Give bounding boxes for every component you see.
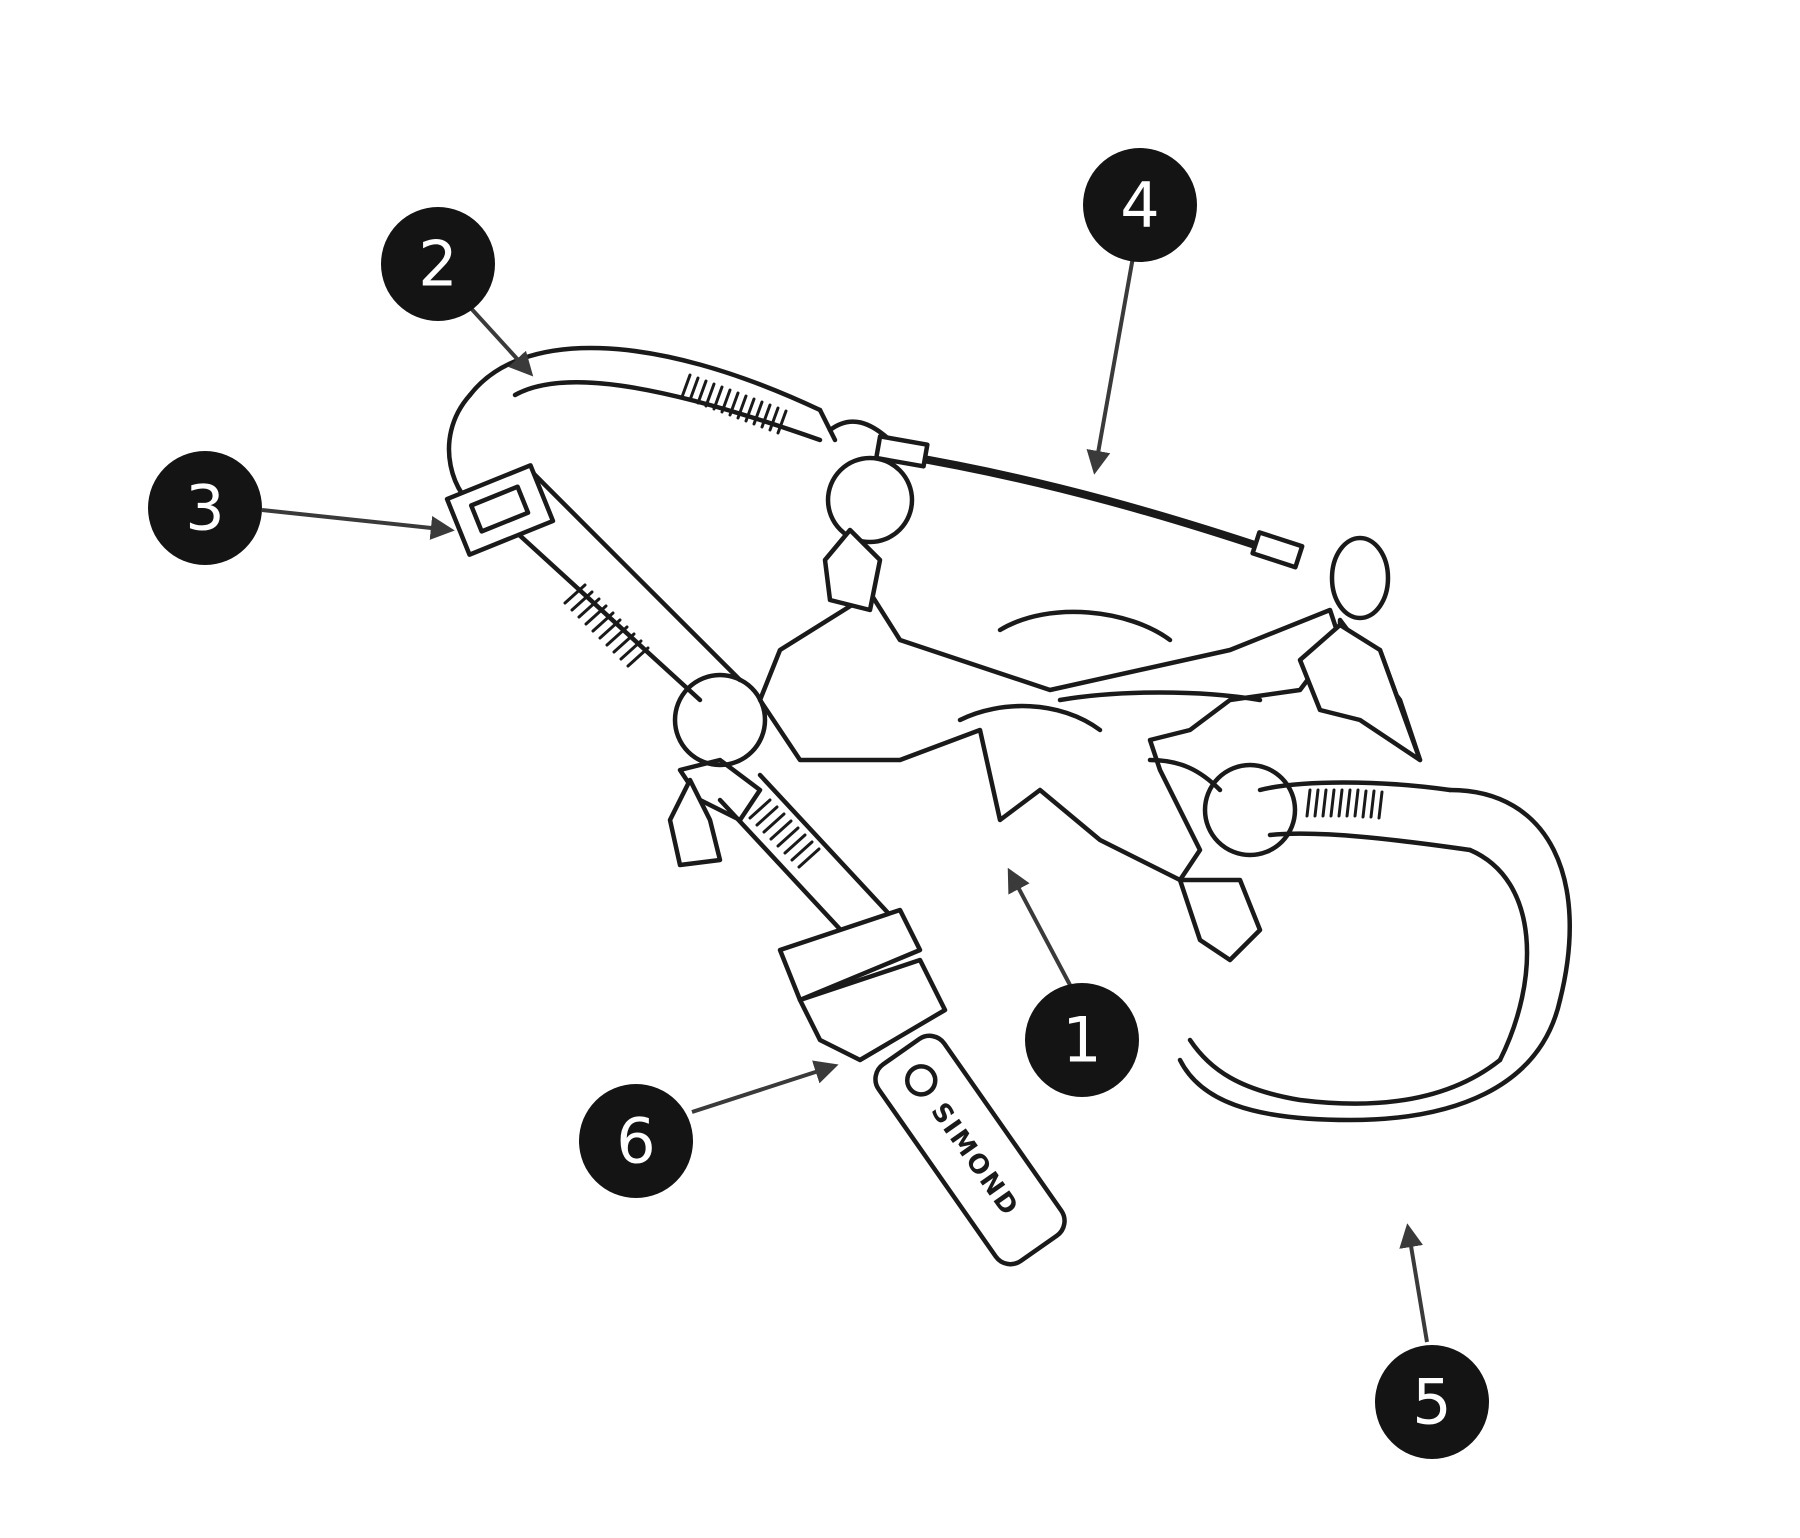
callout-6: 6	[579, 1060, 839, 1198]
callout-marker-6	[579, 1084, 693, 1198]
callout-arrow-6	[691, 1060, 839, 1114]
callout-4: 4	[1083, 148, 1197, 475]
callout-number-5: 5	[1412, 1366, 1451, 1439]
callout-marker-2	[381, 207, 495, 321]
callout-number-4: 4	[1120, 169, 1159, 242]
crampon-frame	[677, 542, 1423, 963]
callout-arrow-1	[1007, 867, 1072, 986]
callout-number-2: 2	[418, 228, 457, 301]
callout-marker-3	[148, 451, 262, 565]
callout-marker-5	[1375, 1345, 1489, 1459]
callout-number-1: 1	[1062, 1004, 1101, 1077]
callout-5: 5	[1375, 1223, 1489, 1459]
heel-strap	[446, 345, 838, 513]
callout-number-3: 3	[185, 472, 224, 545]
callout-marker-1	[1025, 983, 1139, 1097]
callout-1: 1	[1007, 867, 1139, 1097]
webbing-texture-front	[1305, 788, 1384, 820]
anti-balling-cable	[825, 419, 1391, 621]
side-post-left	[667, 527, 883, 868]
callout-arrow-2	[466, 303, 534, 377]
callout-arrow-5	[1399, 1223, 1429, 1343]
ratchet-buckle: SIMOND	[717, 772, 1067, 1267]
webbing-texture-side	[563, 583, 650, 668]
webbing-texture-top	[680, 373, 788, 435]
front-binding-strap	[1177, 762, 1572, 1123]
callout-arrow-4	[1086, 256, 1135, 475]
callout-arrow-3	[261, 508, 455, 540]
callout-marker-4	[1083, 148, 1197, 262]
callout-number-6: 6	[616, 1105, 655, 1178]
side-strap	[444, 463, 743, 703]
callout-3: 3	[148, 451, 455, 565]
webbing-texture-lower	[748, 798, 821, 869]
callouts: 1 2 3 4 5 6	[148, 148, 1489, 1459]
callout-2: 2	[381, 207, 534, 377]
